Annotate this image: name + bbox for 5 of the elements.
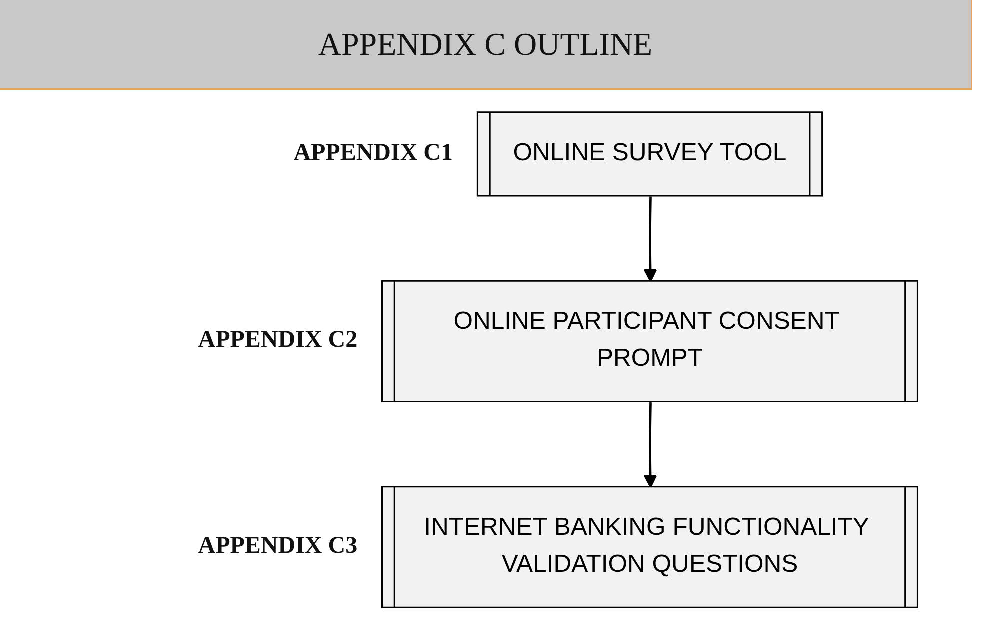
appendix-label: APPENDIX C2 bbox=[198, 327, 358, 354]
arrow bbox=[644, 196, 658, 282]
title-banner: APPENDIX C OUTLINE bbox=[0, 0, 972, 90]
appendix-label: APPENDIX C1 bbox=[294, 140, 454, 168]
appendix-label: APPENDIX C3 bbox=[198, 533, 358, 560]
